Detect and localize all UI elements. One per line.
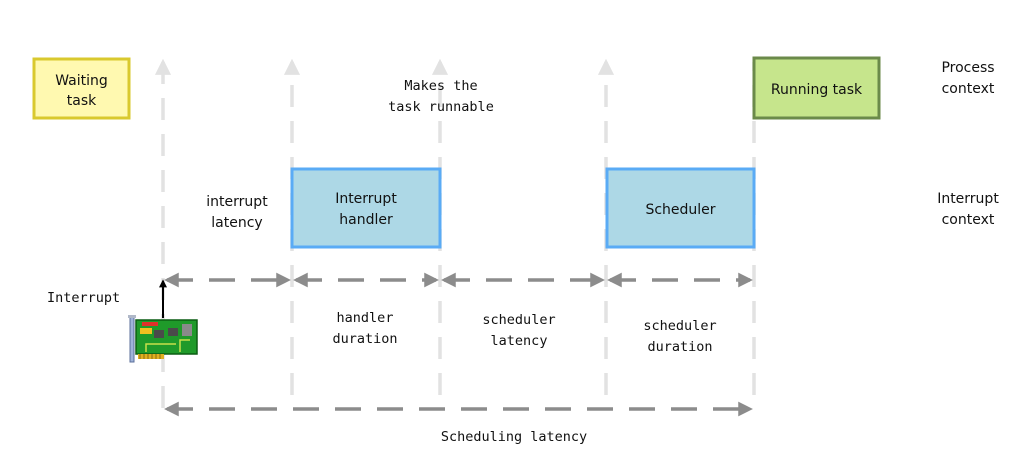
interrupt-handler-box: Interrupt handler bbox=[290, 167, 442, 249]
waiting-task-box: Waiting task bbox=[32, 57, 131, 120]
interrupt-context-line-1: Interrupt bbox=[937, 191, 999, 207]
scheduler-label: Scheduler bbox=[645, 202, 715, 218]
makes-runnable-line-2: task runnable bbox=[388, 99, 494, 115]
running-task-box: Running task bbox=[752, 56, 881, 120]
waiting-task-line-2: task bbox=[67, 93, 97, 109]
handler-duration-line-1: handler bbox=[337, 310, 394, 326]
interrupt-context-line-2: context bbox=[942, 212, 995, 228]
scheduler-duration-line-2: duration bbox=[647, 339, 712, 355]
scheduler-box: Scheduler bbox=[605, 167, 756, 249]
scheduler-latency-line-1: scheduler bbox=[482, 312, 555, 328]
scheduler-duration-line-1: scheduler bbox=[643, 318, 716, 334]
handler-duration-line-2: duration bbox=[332, 331, 397, 347]
interrupt-latency-line-2: latency bbox=[211, 215, 262, 231]
network-card-icon bbox=[128, 315, 198, 363]
waiting-task-line-1: Waiting bbox=[55, 73, 108, 89]
running-task-label: Running task bbox=[771, 82, 863, 98]
interrupt-latency-line-1: interrupt bbox=[206, 194, 268, 210]
process-context-line-2: context bbox=[942, 81, 995, 97]
scheduler-latency-line-2: latency bbox=[491, 333, 548, 349]
makes-runnable-line-1: Makes the bbox=[404, 78, 477, 94]
interrupt-handler-line-1: Interrupt bbox=[335, 191, 397, 207]
segment-arrows bbox=[164, 272, 753, 417]
interrupt-label: Interrupt bbox=[47, 290, 120, 306]
interrupt-handler-line-2: handler bbox=[339, 212, 393, 228]
scheduling-latency-label: Scheduling latency bbox=[441, 429, 587, 445]
process-context-line-1: Process bbox=[941, 60, 994, 76]
